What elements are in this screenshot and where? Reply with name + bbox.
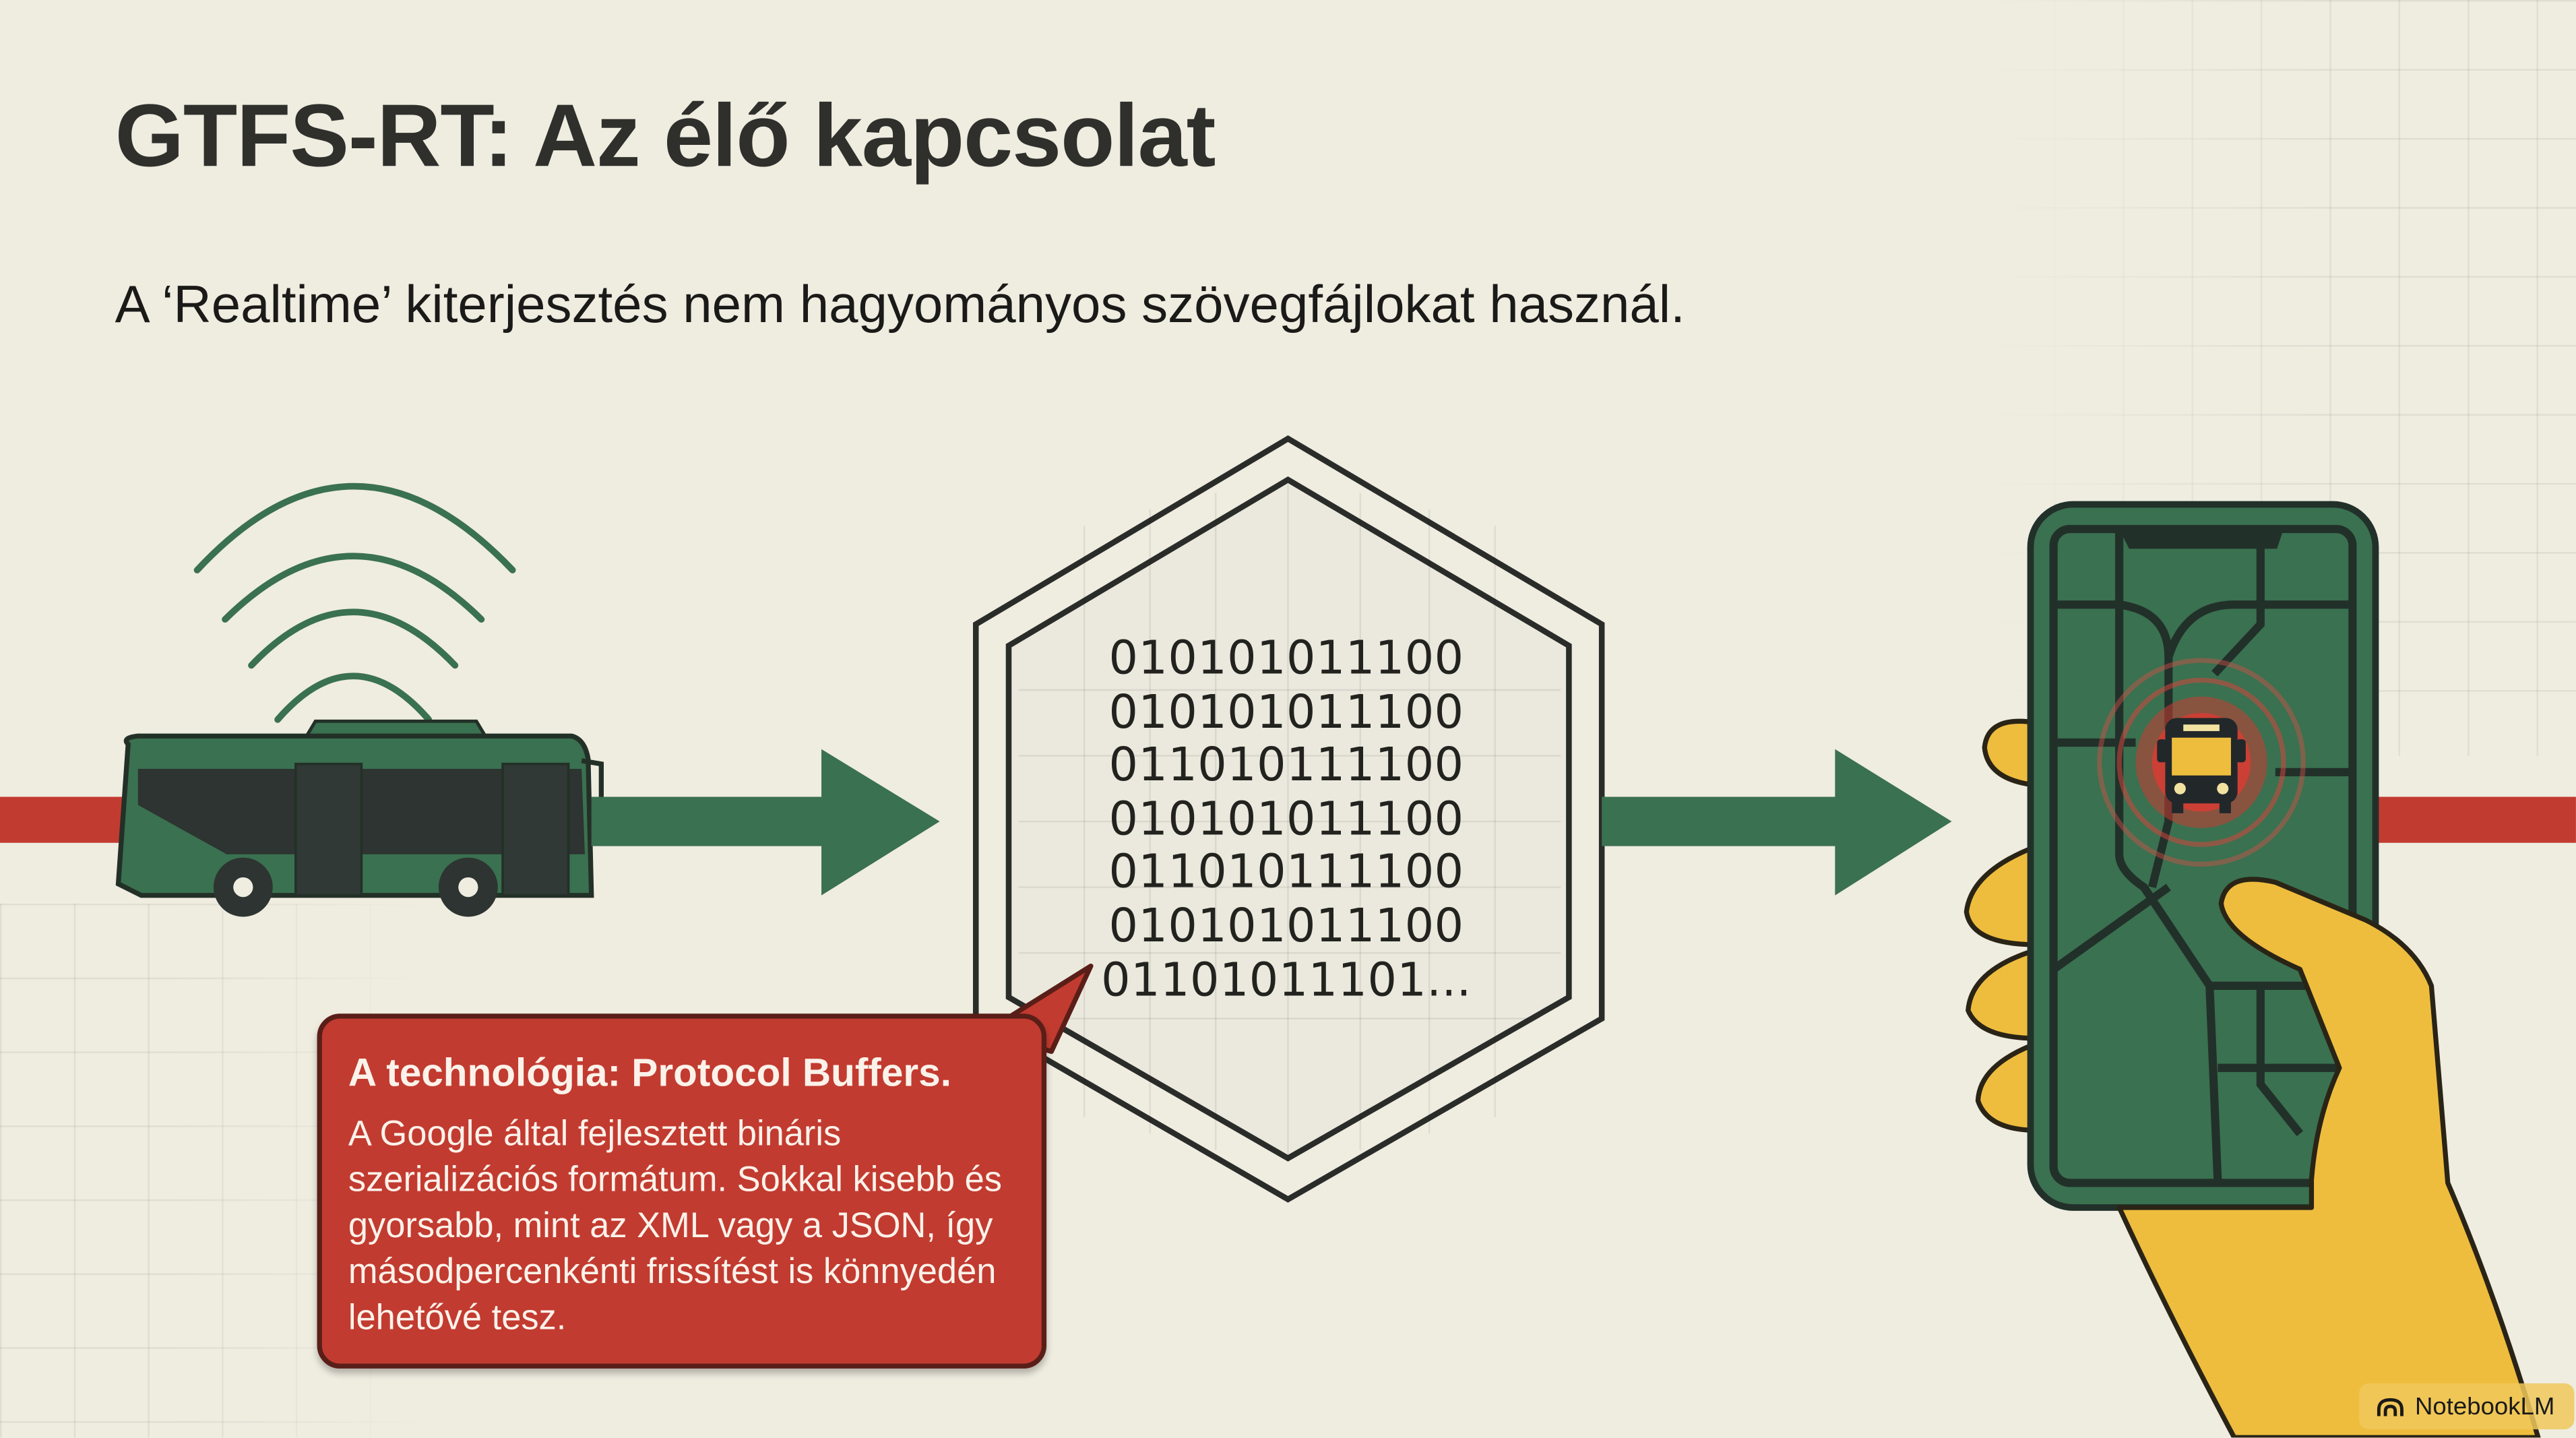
binary-line: 01101011101... (1101, 952, 1472, 1007)
bus-icon (115, 719, 604, 917)
watermark-label: NotebookLM (2415, 1392, 2555, 1420)
red-transit-line-right (2374, 796, 2576, 843)
arrow-right-icon (1602, 749, 1952, 896)
hand-palm (2116, 877, 2541, 1438)
callout-body: A Google által fejlesztett bináris szeri… (348, 1114, 1003, 1338)
hexagon-container (972, 435, 1605, 1203)
binary-line: 010101011100 (1108, 791, 1464, 846)
notebooklm-watermark: NotebookLM (2359, 1383, 2575, 1430)
arrow-right-icon (591, 749, 940, 896)
binary-line: 010101011100 (1108, 684, 1464, 739)
notebooklm-logo-icon (2377, 1398, 2404, 1416)
binary-line: 010101011100 (1108, 898, 1464, 954)
hand-icon (1964, 718, 2040, 1133)
smartphone-icon (2027, 501, 2379, 1211)
bus-front-icon (2157, 718, 2246, 813)
map-route-lines (2051, 529, 2353, 1183)
protocol-buffers-callout: A technológia: Protocol Buffers. A Googl… (317, 1013, 1047, 1369)
red-transit-line-left (0, 796, 132, 843)
binary-line: 010101011100 (1108, 631, 1464, 685)
binary-line: 011010111100 (1108, 738, 1464, 792)
callout-title: A technológia: Protocol Buffers. (348, 1051, 951, 1096)
slide-subtitle: A ‘Realtime’ kiterjesztés nem hagyományo… (115, 274, 1685, 334)
binary-data-block: 010101011100 010101011100 011010111100 0… (1051, 631, 1521, 1007)
slide-title: GTFS-RT: Az élő kapcsolat (115, 87, 1216, 186)
binary-line: 011010111100 (1108, 845, 1464, 900)
